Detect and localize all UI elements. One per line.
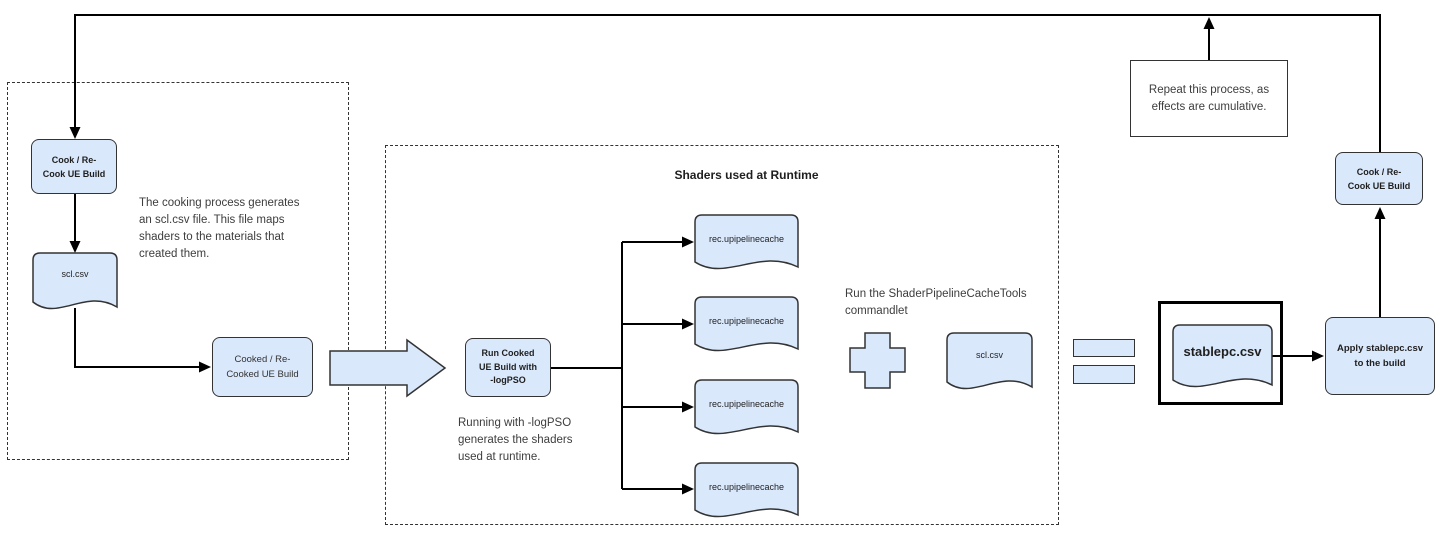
run-logpso-label: Run Cooked UE Build with -logPSO: [479, 348, 537, 386]
repeat-note-text: Repeat this process, as effects are cumu…: [1148, 83, 1270, 113]
cook-build-left-node: Cook / Re- Cook UE Build: [31, 139, 117, 194]
logpso-note: Running with -logPSO generates the shade…: [458, 417, 573, 463]
apply-stablepc-label: Apply stablepc.csv to the build: [1336, 343, 1424, 369]
cook-build-right-node: Cook / Re- Cook UE Build: [1335, 152, 1423, 205]
runtime-group-title: Shaders used at Runtime: [674, 168, 819, 182]
rec-cache-doc-3-label: rec.upipelinecache: [708, 399, 785, 409]
apply-stablepc-node: Apply stablepc.csv to the build: [1325, 317, 1435, 395]
cook-right-arrowhead-up-icon: [1374, 207, 1386, 219]
commandlet-note: Run the ShaderPipelineCacheTools command…: [845, 288, 1027, 317]
equals-bar-top: [1073, 339, 1135, 357]
repeat-note-box: Repeat this process, as effects are cumu…: [1130, 60, 1288, 137]
scl-csv-right-label: scl.csv: [976, 350, 1003, 360]
apply-arrowhead-right-icon: [1312, 350, 1324, 362]
rec-cache-doc-1-label: rec.upipelinecache: [708, 234, 785, 244]
stablepc-label: stablepc.csv: [1183, 344, 1262, 359]
cook-build-left-label: Cook / Re- Cook UE Build: [42, 154, 106, 179]
run-logpso-node: Run Cooked UE Build with -logPSO: [465, 338, 551, 397]
repeat-arrowhead-up-icon: [1203, 17, 1215, 29]
cooking-note: The cooking process generates an scl.csv…: [139, 197, 300, 260]
cooked-build-node: Cooked / Re- Cooked UE Build: [212, 337, 313, 397]
equals-bar-bottom: [1073, 365, 1135, 384]
runtime-shaders-group: [385, 145, 1059, 525]
rec-cache-doc-2-label: rec.upipelinecache: [708, 316, 785, 326]
cooked-build-label: Cooked / Re- Cooked UE Build: [226, 354, 299, 380]
rec-cache-doc-4-label: rec.upipelinecache: [708, 482, 785, 492]
scl-csv-left-label: scl.csv: [61, 269, 89, 279]
cook-build-right-label: Cook / Re- Cook UE Build: [1347, 166, 1411, 191]
